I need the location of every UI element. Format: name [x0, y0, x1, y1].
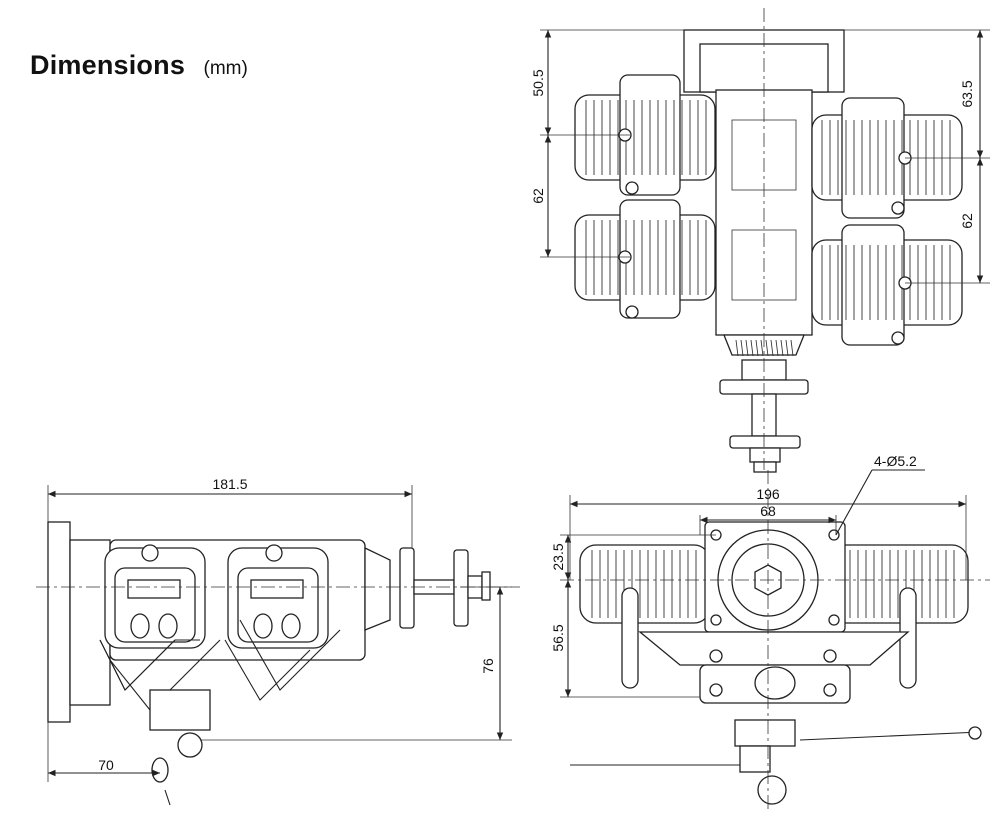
dim-front-upper: 23.5 [550, 543, 566, 570]
gear-tooth [765, 339, 769, 357]
dim-front-lower: 56.5 [550, 624, 566, 651]
dim-top-left-1: 50.5 [530, 69, 546, 96]
gear-tooth [775, 339, 779, 357]
dim-top-right-2: 62 [959, 213, 975, 229]
cylinder-head-front [104, 544, 206, 649]
unit-text: (mm) [203, 58, 248, 79]
gear-tooth [790, 339, 794, 357]
hole-callout: 4-Ø5.2 [874, 453, 917, 469]
dim-top-right-1: 63.5 [959, 80, 975, 107]
dim-front-hole-spacing: 68 [760, 503, 776, 519]
cylinder-right-lower [811, 224, 963, 346]
gear-tooth [760, 339, 764, 357]
gear-tooth [750, 339, 754, 357]
top-view-drawing [540, 8, 990, 473]
cylinder-left-upper [574, 74, 716, 196]
cylinder-right-upper [811, 97, 963, 219]
gear-tooth [745, 339, 749, 357]
front-cylinder-right [827, 544, 969, 689]
gear-tooth [780, 339, 784, 357]
gear-tooth [740, 339, 744, 357]
gear-tooth [735, 339, 739, 357]
front-cylinder-left [579, 544, 711, 689]
title-text: Dimensions [30, 50, 186, 80]
dim-front-width: 196 [756, 486, 780, 502]
dim-side-length: 181.5 [212, 476, 247, 492]
gear-tooth [770, 339, 774, 357]
dim-side-height: 76 [480, 658, 496, 674]
cylinder-left-lower [574, 199, 716, 319]
dim-top-left-2: 62 [530, 188, 546, 204]
side-prop-hub [399, 547, 415, 629]
gear-tooth [755, 339, 759, 357]
side-mount-plate [47, 521, 71, 723]
gear-tooth [785, 339, 789, 357]
cylinder-head-rear [227, 544, 329, 649]
prop-washer [729, 435, 801, 449]
side-view-drawing [36, 485, 520, 806]
front-view-drawing [560, 469, 990, 810]
side-crankcase [69, 539, 111, 706]
dim-side-bottom: 70 [98, 757, 114, 773]
page-title: Dimensions (mm) [30, 50, 248, 81]
